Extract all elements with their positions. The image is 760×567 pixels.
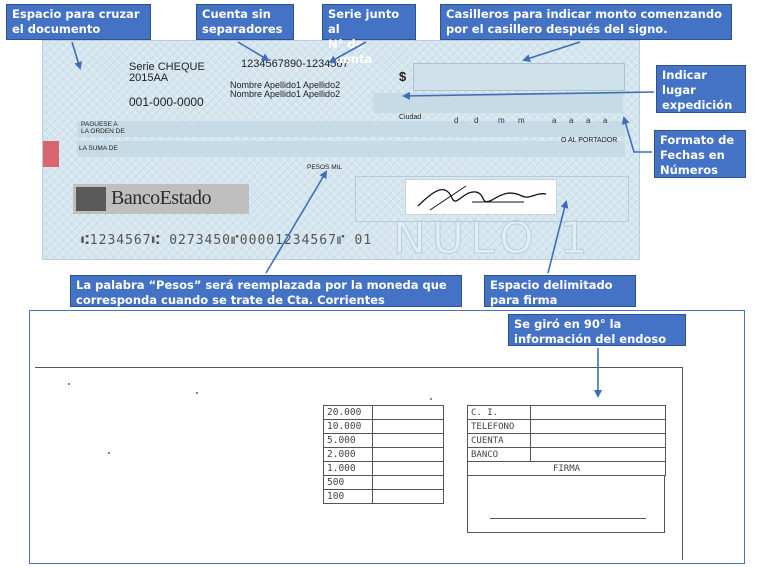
signature-area (355, 176, 629, 222)
callout-pesos: La palabra “Pesos” será reemplazada por … (70, 275, 462, 322)
table-row: TELEFONO (467, 419, 666, 434)
blank-cell (530, 419, 666, 434)
date-letter: a (552, 116, 557, 125)
date-letter: d (454, 116, 459, 125)
callout-endoso: Se giró en 90° la información del endoso (508, 314, 686, 346)
callout-cuenta: Cuenta sin separadores (196, 4, 294, 40)
field-label: C. I. (467, 405, 531, 420)
pesos-label: PESOS MIL (307, 164, 343, 171)
speck (196, 392, 198, 394)
cheque-image: NULO 1 Serie CHEQUE 2015AA 001-000-0000 … (42, 40, 640, 260)
blank-cell (530, 447, 666, 462)
date-letter: d (474, 116, 479, 125)
bank-logo: BancoEstado (73, 184, 249, 214)
endorsement-frame (29, 310, 745, 564)
table-row: 10.000 (323, 419, 444, 434)
blank-cell (372, 419, 444, 434)
bank-name: BancoEstado (111, 187, 212, 209)
denomination-cell: 10.000 (323, 419, 373, 434)
blank-cell (530, 433, 666, 448)
firma-box (467, 475, 665, 533)
blank-cell (372, 405, 444, 420)
field-label: BANCO (467, 447, 531, 462)
denomination-cell: 1.000 (323, 461, 373, 476)
endorsement-paper (35, 367, 683, 560)
table-row: 5.000 (323, 433, 444, 448)
firma-line (490, 518, 646, 519)
field-label: TELEFONO (467, 419, 531, 434)
table-row: 1.000 (323, 461, 444, 476)
date-letter: a (569, 116, 574, 125)
date-letter: a (586, 116, 591, 125)
blank-cell (530, 405, 666, 420)
cross-mark-area (43, 141, 59, 167)
suma-label: LA SUMA DE (79, 145, 118, 152)
table-row: 20.000 (323, 405, 444, 420)
holder-name-1: Nombre Apellido1 Apellido2 (230, 80, 341, 90)
table-row: 100 (323, 489, 444, 504)
denomination-cell: 2.000 (323, 447, 373, 462)
amount-boxes (413, 63, 625, 91)
speck (430, 398, 432, 400)
amount-words-band (77, 141, 625, 157)
table-row: FIRMA (467, 461, 666, 476)
signature-box (405, 179, 557, 215)
blank-cell (372, 447, 444, 462)
denominations-table: 20.000 10.000 5.000 2.000 1.000 500 100 (323, 405, 444, 504)
blank-cell (372, 433, 444, 448)
callout-lugar: Indicar lugar expedición del cheque (656, 65, 746, 127)
blank-cell (372, 489, 444, 504)
cheque-number: 001-000-0000 (129, 95, 204, 109)
callout-firma: Espacio delimitado para firma (484, 275, 636, 307)
callout-serie: Serie junto al N° de cuenta (322, 4, 416, 66)
denomination-cell: 20.000 (323, 405, 373, 420)
table-row: C. I. (467, 405, 666, 420)
callout-fechas: Formato de Fechas en Números (654, 130, 746, 178)
denomination-cell: 5.000 (323, 433, 373, 448)
serie-label: Serie CHEQUE (129, 61, 205, 73)
date-letter: a (603, 116, 608, 125)
ciudad-label: Ciudad (399, 114, 422, 121)
table-row: 2.000 (323, 447, 444, 462)
endorser-info-table: C. I. TELEFONO CUENTA BANCO FIRMA (467, 405, 666, 476)
blank-cell (372, 461, 444, 476)
denomination-cell: 100 (323, 489, 373, 504)
portador-label: O AL PORTADOR (561, 137, 618, 144)
speck (108, 452, 110, 454)
blank-cell (372, 475, 444, 490)
denomination-cell: 500 (323, 475, 373, 490)
field-label: CUENTA (467, 433, 531, 448)
date-boxes (373, 93, 623, 113)
table-row: 500 (323, 475, 444, 490)
holder-name-2: Nombre Apellido1 Apellido2 (230, 89, 341, 99)
paguese-label-2: LA ORDEN DE (81, 128, 125, 135)
bank-logo-mark (76, 187, 106, 211)
callout-casilleros: Casilleros para indicar monto comenzando… (440, 4, 732, 40)
table-row: BANCO (467, 447, 666, 462)
signature-scribble (417, 185, 547, 211)
payee-band (77, 121, 625, 137)
callout-cruzar: Espacio para cruzar el documento (6, 4, 151, 40)
speck (68, 383, 70, 385)
currency-sign: $ (399, 69, 407, 84)
micr-line: ⑆1234567⑆ 0273450⑈00001234567⑈ 01 (81, 233, 373, 248)
date-letter: m (518, 116, 525, 125)
table-row: CUENTA (467, 433, 666, 448)
date-letter: m (498, 116, 505, 125)
paguese-label-1: PAGUESE A (81, 121, 118, 128)
firma-label: FIRMA (467, 461, 666, 476)
serie-code: 2015AA (129, 72, 169, 84)
